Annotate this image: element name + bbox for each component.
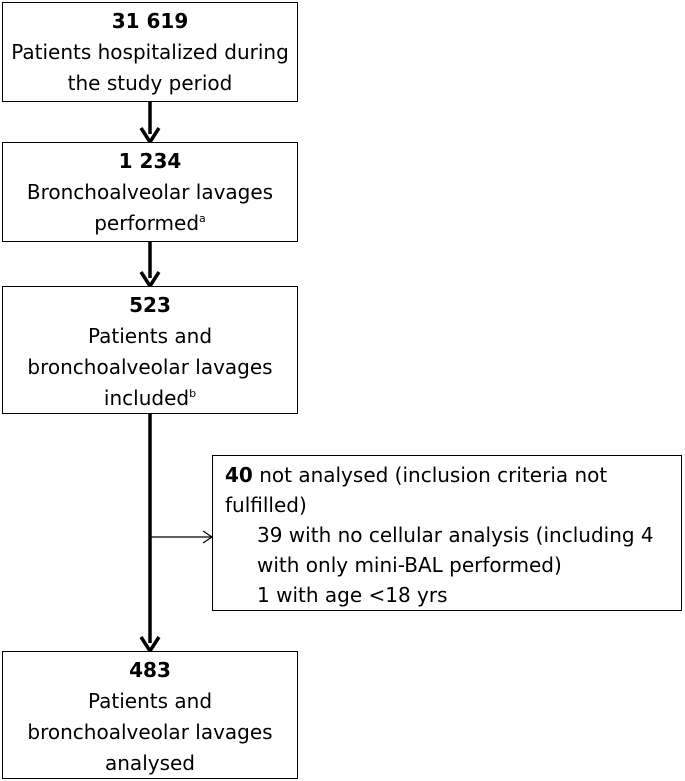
excluded-item-1-cont: with only mini-BAL performed) [257,553,562,577]
hospitalized-count: 31 619 [111,9,189,33]
box-analysed: 483 Patients and bronchoalveolar lavages… [2,651,298,779]
included-line-3: included [103,386,190,410]
hospitalized-line-2: the study period [67,71,233,95]
excluded-count: 40 [225,463,253,487]
excluded-text: not analysed (inclusion criteria not [252,463,608,487]
analysed-line-2: bronchoalveolar lavages [27,720,273,744]
lavages-performed-line-1: Bronchoalveolar lavages [26,180,274,204]
box-included: 523 Patients and bronchoalveolar lavages… [2,286,298,414]
excluded-item-1: 39 with no cellular analysis (including … [257,523,654,547]
excluded-text-cont: fulfilled) [225,493,307,517]
box-lavages-performed: 1 234 Bronchoalveolar lavages performeda [2,142,298,242]
hospitalized-line-1: Patients hospitalized during [11,40,289,64]
included-count: 523 [129,293,171,317]
footnote-marker-a: a [199,212,206,225]
included-line-1: Patients and [87,324,213,348]
excluded-item-2: 1 with age <18 yrs [257,583,448,607]
analysed-line-1: Patients and [87,689,213,713]
analysed-line-3: analysed [105,751,195,775]
lavages-performed-line-2: performed [94,211,200,235]
box-excluded: 40 not analysed (inclusion criteria not … [212,455,682,611]
footnote-marker-b: b [189,387,197,400]
box-hospitalized: 31 619 Patients hospitalized during the … [2,2,298,102]
lavages-performed-count: 1 234 [118,149,182,173]
analysed-count: 483 [129,658,171,682]
included-line-2: bronchoalveolar lavages [27,355,273,379]
